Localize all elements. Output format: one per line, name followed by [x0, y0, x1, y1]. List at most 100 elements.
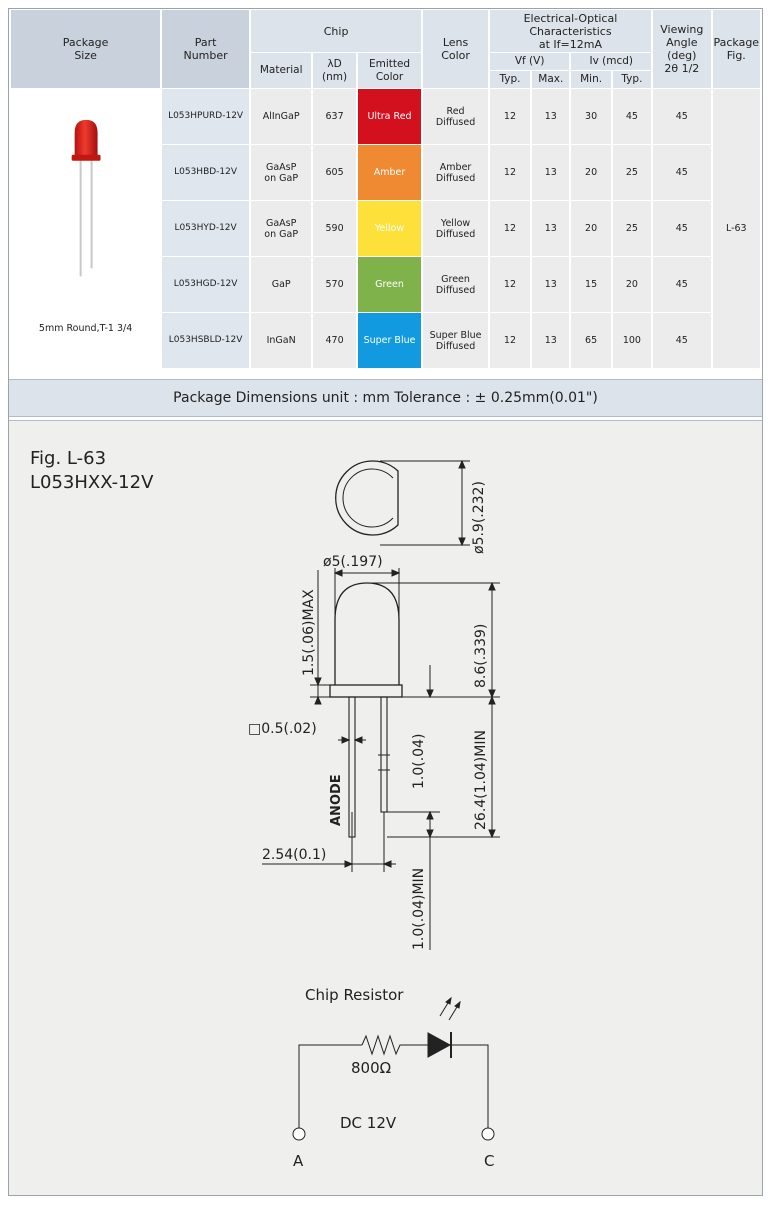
- table-row: L053HSBLD-12V InGaN 470 Super Blue Super…: [11, 313, 760, 368]
- led-top-view: [335, 459, 470, 547]
- iv-min: 30: [571, 89, 611, 144]
- header-material: Material: [250, 53, 312, 88]
- terminal-c: C: [484, 1152, 494, 1170]
- iv-min: 20: [571, 145, 611, 200]
- part-number: L053HYD-12V: [162, 201, 249, 256]
- package-size-label: 5mm Round,T-1 3/4: [38, 323, 133, 334]
- header-iv-typ: Typ.: [612, 71, 652, 88]
- iv-min: 65: [571, 313, 611, 368]
- emitted-color-swatch: Yellow: [357, 201, 422, 256]
- led-photo: [71, 119, 101, 277]
- material: InGaN: [250, 313, 312, 368]
- dim-lead-min: 1.0(.04)MIN: [411, 868, 427, 950]
- dim-flange-max: 1.5(.06)MAX: [301, 589, 317, 676]
- iv-typ: 25: [612, 201, 652, 256]
- dim-body-height: 8.6(.339): [473, 624, 489, 688]
- supply-voltage: DC 12V: [340, 1114, 397, 1132]
- resistor-value: 800Ω: [351, 1059, 391, 1077]
- dim-rim-diameter: ø5.9(.232): [471, 481, 487, 554]
- iv-min: 15: [571, 257, 611, 312]
- part-number: L053HBD-12V: [162, 145, 249, 200]
- wavelength: 590: [313, 201, 356, 256]
- light-emission-icon: [439, 996, 461, 1021]
- page-frame: [8, 8, 763, 1196]
- viewing-angle: 45: [653, 89, 711, 144]
- package-photo-cell: 5mm Round,T-1 3/4: [11, 89, 161, 368]
- drawing-panel: [9, 420, 762, 1195]
- dim-lead-length: 26.4(1.04)MIN: [473, 730, 489, 830]
- viewing-angle: 45: [653, 201, 711, 256]
- circuit-diagram: [292, 996, 495, 1141]
- emitted-color-swatch: Green: [357, 257, 422, 312]
- vf-typ: 12: [489, 257, 531, 312]
- viewing-angle: 45: [653, 257, 711, 312]
- table-row: 5mm Round,T-1 3/4 L053HPURD-12V AlInGaP …: [11, 89, 760, 368]
- dim-lead-square: □0.5(.02): [248, 721, 317, 737]
- diode-icon: [427, 1032, 452, 1058]
- iv-typ: 45: [612, 89, 652, 144]
- part-number: L053HGD-12V: [162, 257, 249, 312]
- figure-number: Fig. L-63: [30, 448, 107, 469]
- wavelength: 570: [313, 257, 356, 312]
- dim-body-diameter: ø5(.197): [323, 554, 383, 570]
- part-number: L053HPURD-12V: [162, 89, 249, 144]
- iv-typ: 20: [612, 257, 652, 312]
- part-number: L053HSBLD-12V: [162, 313, 249, 368]
- emitted-color-swatch: Super Blue: [357, 313, 422, 368]
- led-side-view: [262, 568, 500, 950]
- material: GaP: [250, 257, 312, 312]
- header-chip: Chip: [250, 10, 422, 52]
- vf-typ: 12: [489, 313, 531, 368]
- material: AlInGaP: [250, 89, 312, 144]
- wavelength: 605: [313, 145, 356, 200]
- viewing-angle: 45: [653, 313, 711, 368]
- header-wavelength: λD(nm): [313, 53, 356, 88]
- header-vf-typ: Typ.: [489, 71, 531, 88]
- vf-max: 13: [532, 201, 570, 256]
- wavelength: 637: [313, 89, 356, 144]
- header-vf: Vf (V): [489, 53, 570, 70]
- viewing-angle: 45: [653, 145, 711, 200]
- vf-typ: 12: [489, 201, 531, 256]
- iv-min: 20: [571, 201, 611, 256]
- vf-max: 13: [532, 313, 570, 368]
- emitted-color-swatch: Ultra Red: [357, 89, 422, 144]
- vf-max: 13: [532, 145, 570, 200]
- terminal-a: A: [293, 1152, 304, 1170]
- vf-typ: 12: [489, 145, 531, 200]
- iv-typ: 25: [612, 145, 652, 200]
- wavelength: 470: [313, 313, 356, 368]
- emitted-color-swatch: Amber: [357, 145, 422, 200]
- dim-lead-spacing: 2.54(0.1): [262, 847, 326, 863]
- header-iv: Iv (mcd): [571, 53, 652, 70]
- vf-max: 13: [532, 257, 570, 312]
- chip-resistor-label: Chip Resistor: [305, 986, 404, 1004]
- package-dimensions-bar: Package Dimensions unit : mm Tolerance :…: [9, 379, 762, 417]
- figure-model: L053HXX-12V: [30, 472, 154, 493]
- header-vf-max: Max.: [532, 71, 570, 88]
- iv-typ: 100: [612, 313, 652, 368]
- header-iv-min: Min.: [571, 71, 611, 88]
- vf-typ: 12: [489, 89, 531, 144]
- figure-title: Fig. L-63 L053HXX-12V: [30, 447, 153, 495]
- package-fig-value: L-63: [712, 89, 760, 368]
- dim-flange-thickness: 1.0(.04): [411, 734, 427, 789]
